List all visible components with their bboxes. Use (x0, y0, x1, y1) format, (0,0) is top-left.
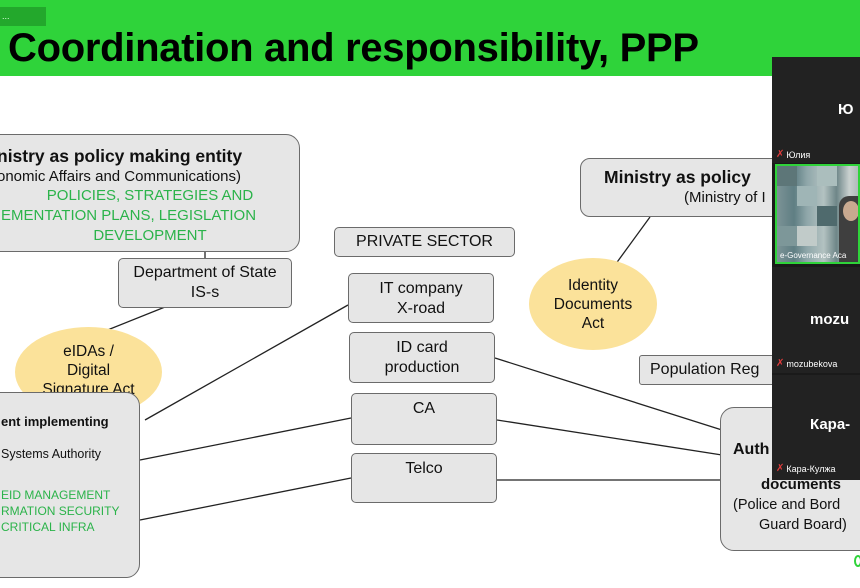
connector-line (139, 477, 352, 521)
muted-mic-icon: ✗ (776, 463, 785, 474)
identity-line-3: Act (581, 315, 605, 332)
participant-tile-1[interactable]: Ю ✗ Юлия (772, 57, 860, 163)
participant-3-label-row: ✗ Кара-Кулжа (776, 463, 835, 474)
participant-tile-3[interactable]: Кара- ✗ Кара-Кулжа (772, 375, 860, 480)
population-register-text: Population Reg (650, 361, 760, 378)
authority-line-2: documents (761, 476, 842, 493)
participant-1-label: Юлия (786, 149, 811, 160)
ca-label: CA (412, 400, 436, 417)
ca-box: CA (351, 393, 497, 445)
slide-header: ... Coordination and responsibility, PPP (0, 0, 860, 76)
participant-1-label-row: ✗ Юлия (776, 149, 810, 160)
ministry-green-line-3: DEVELOPMENT (93, 227, 207, 244)
participant-2-label: mozubekova (786, 358, 838, 369)
video-mosaic-block (817, 206, 837, 226)
connector-line (614, 216, 651, 266)
id-card-line-2: production (384, 359, 460, 376)
department-line-1: Department of State (133, 264, 277, 281)
ministry-policy-box-right: Ministry as policy (Ministry of I (580, 158, 810, 217)
id-card-production-box: ID card production (349, 332, 495, 383)
it-company-line-2: X-road (396, 300, 446, 317)
implementing-subtitle: Systems Authority (1, 447, 102, 461)
implementing-title: ent implementing (1, 414, 109, 429)
muted-mic-icon: ✗ (776, 358, 785, 369)
department-line-2: IS-s (190, 284, 220, 301)
participant-video-tile[interactable]: e-Governance Aca (775, 164, 860, 264)
video-mosaic-block (797, 226, 817, 246)
ministry-green-line-2: EMENTATION PLANS, LEGISLATION (1, 207, 257, 224)
eidas-line-1: eIDAs / (63, 343, 114, 360)
ministry-title: nistry as policy making entity (0, 146, 243, 166)
id-card-line-1: ID card (396, 339, 448, 356)
ministry-green-line-1: POLICIES, STRATEGIES AND (46, 187, 254, 204)
identity-line-1: Identity (568, 277, 618, 294)
it-company-box: IT company X-road (348, 273, 494, 323)
ministry-policy-box-left: nistry as policy making entity onomic Af… (0, 134, 300, 252)
implementing-green-line-3: CRITICAL INFRA (1, 520, 95, 534)
connector-line (496, 419, 723, 456)
connector-line (139, 417, 352, 461)
tab-chip[interactable]: ... (0, 7, 46, 26)
participant-2-name: mozu (810, 311, 850, 328)
telco-label: Telco (405, 460, 443, 477)
it-company-line-1: IT company (379, 280, 463, 297)
connector-line (144, 304, 349, 421)
participants-panel: Ю ✗ Юлия e-Governance Aca mozu ✗ mozubek… (772, 57, 860, 480)
video-label: e-Governance Aca (780, 251, 847, 260)
implementing-green-line-1: EID MANAGEMENT (1, 488, 111, 502)
participant-3-name: Кара- (810, 416, 851, 433)
department-state-box: Department of State IS-s (118, 258, 292, 308)
authority-line-3: (Police and Bord (733, 497, 841, 513)
video-mosaic-block (777, 166, 797, 186)
authority-line-4: Guard Board) (759, 517, 847, 533)
ministry-right-subtitle: (Ministry of I (684, 189, 766, 206)
implementing-authority-box: ent implementing Systems Authority EID M… (0, 392, 140, 578)
person-face (843, 201, 858, 221)
video-mosaic-block (797, 186, 817, 206)
participant-3-label: Кара-Кулжа (786, 463, 836, 474)
video-mosaic-block (777, 226, 797, 246)
video-mosaic-block (817, 166, 837, 186)
eidas-line-2: Digital (66, 362, 111, 379)
private-sector-label: PRIVATE SECTOR (334, 227, 515, 257)
ministry-subtitle: onomic Affairs and Communications) (0, 168, 241, 185)
ministry-right-title: Ministry as policy (604, 167, 751, 187)
private-sector-text: PRIVATE SECTOR (356, 233, 493, 250)
participant-2-label-row: ✗ mozubekova (776, 358, 837, 369)
connector-line (494, 357, 723, 431)
authority-title: Auth (733, 441, 770, 458)
identity-documents-act-circle: Identity Documents Act (529, 258, 657, 350)
implementing-green-line-2: RMATION SECURITY (1, 504, 120, 518)
participant-tile-2[interactable]: mozu ✗ mozubekova (772, 267, 860, 373)
slide-title: Coordination and responsibility, PPP (8, 26, 699, 70)
telco-box: Telco (351, 453, 497, 503)
participant-1-name: Ю (838, 101, 854, 118)
muted-mic-icon: ✗ (776, 149, 785, 160)
corner-indicator (854, 555, 860, 567)
identity-line-2: Documents (553, 296, 633, 313)
